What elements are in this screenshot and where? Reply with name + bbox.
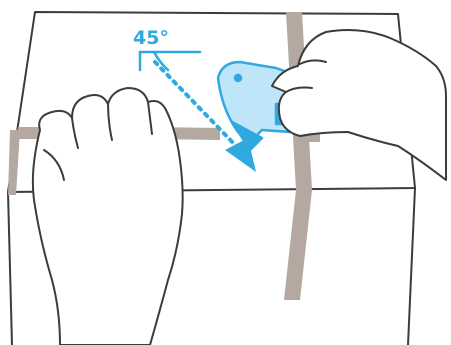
left-hand [33, 88, 183, 345]
angle-indicator [140, 52, 200, 70]
tape-vertical-front [284, 190, 312, 300]
tape-left-edge [8, 130, 20, 195]
angle-label: 45° [133, 27, 169, 49]
